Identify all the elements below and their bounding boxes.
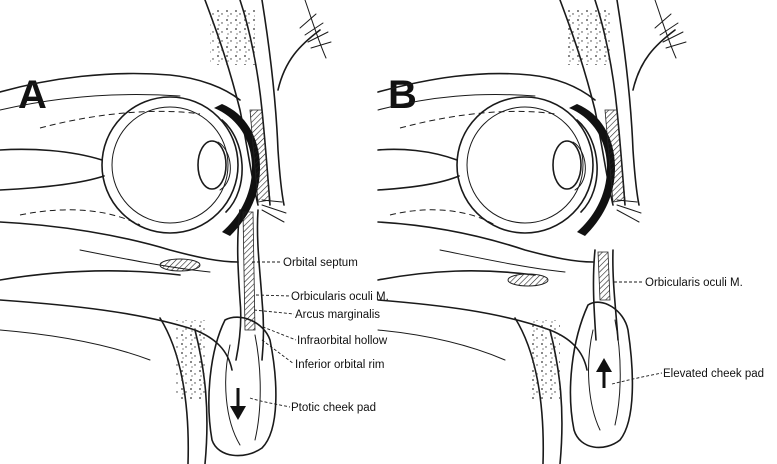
- label-orbicularis-oculi-b: Orbicularis oculi M.: [645, 277, 743, 289]
- panel-a: A: [0, 0, 389, 464]
- label-arcus-marginalis: Arcus marginalis: [295, 309, 380, 321]
- panel-a-letter: A: [18, 73, 47, 117]
- label-infraorbital-hollow: Infraorbital hollow: [297, 335, 388, 347]
- label-inferior-orbital-rim: Inferior orbital rim: [295, 359, 384, 371]
- panel-a-drawing: [0, 0, 331, 464]
- label-ptotic-cheek-pad: Ptotic cheek pad: [291, 402, 376, 414]
- panel-b: B: [378, 0, 764, 464]
- panel-b-drawing: [378, 0, 686, 464]
- panel-b-letter: B: [388, 73, 417, 117]
- label-elevated-cheek-pad: Elevated cheek pad: [663, 368, 764, 380]
- label-orbicularis-oculi-a: Orbicularis oculi M.: [291, 291, 389, 303]
- label-orbital-septum: Orbital septum: [283, 257, 358, 269]
